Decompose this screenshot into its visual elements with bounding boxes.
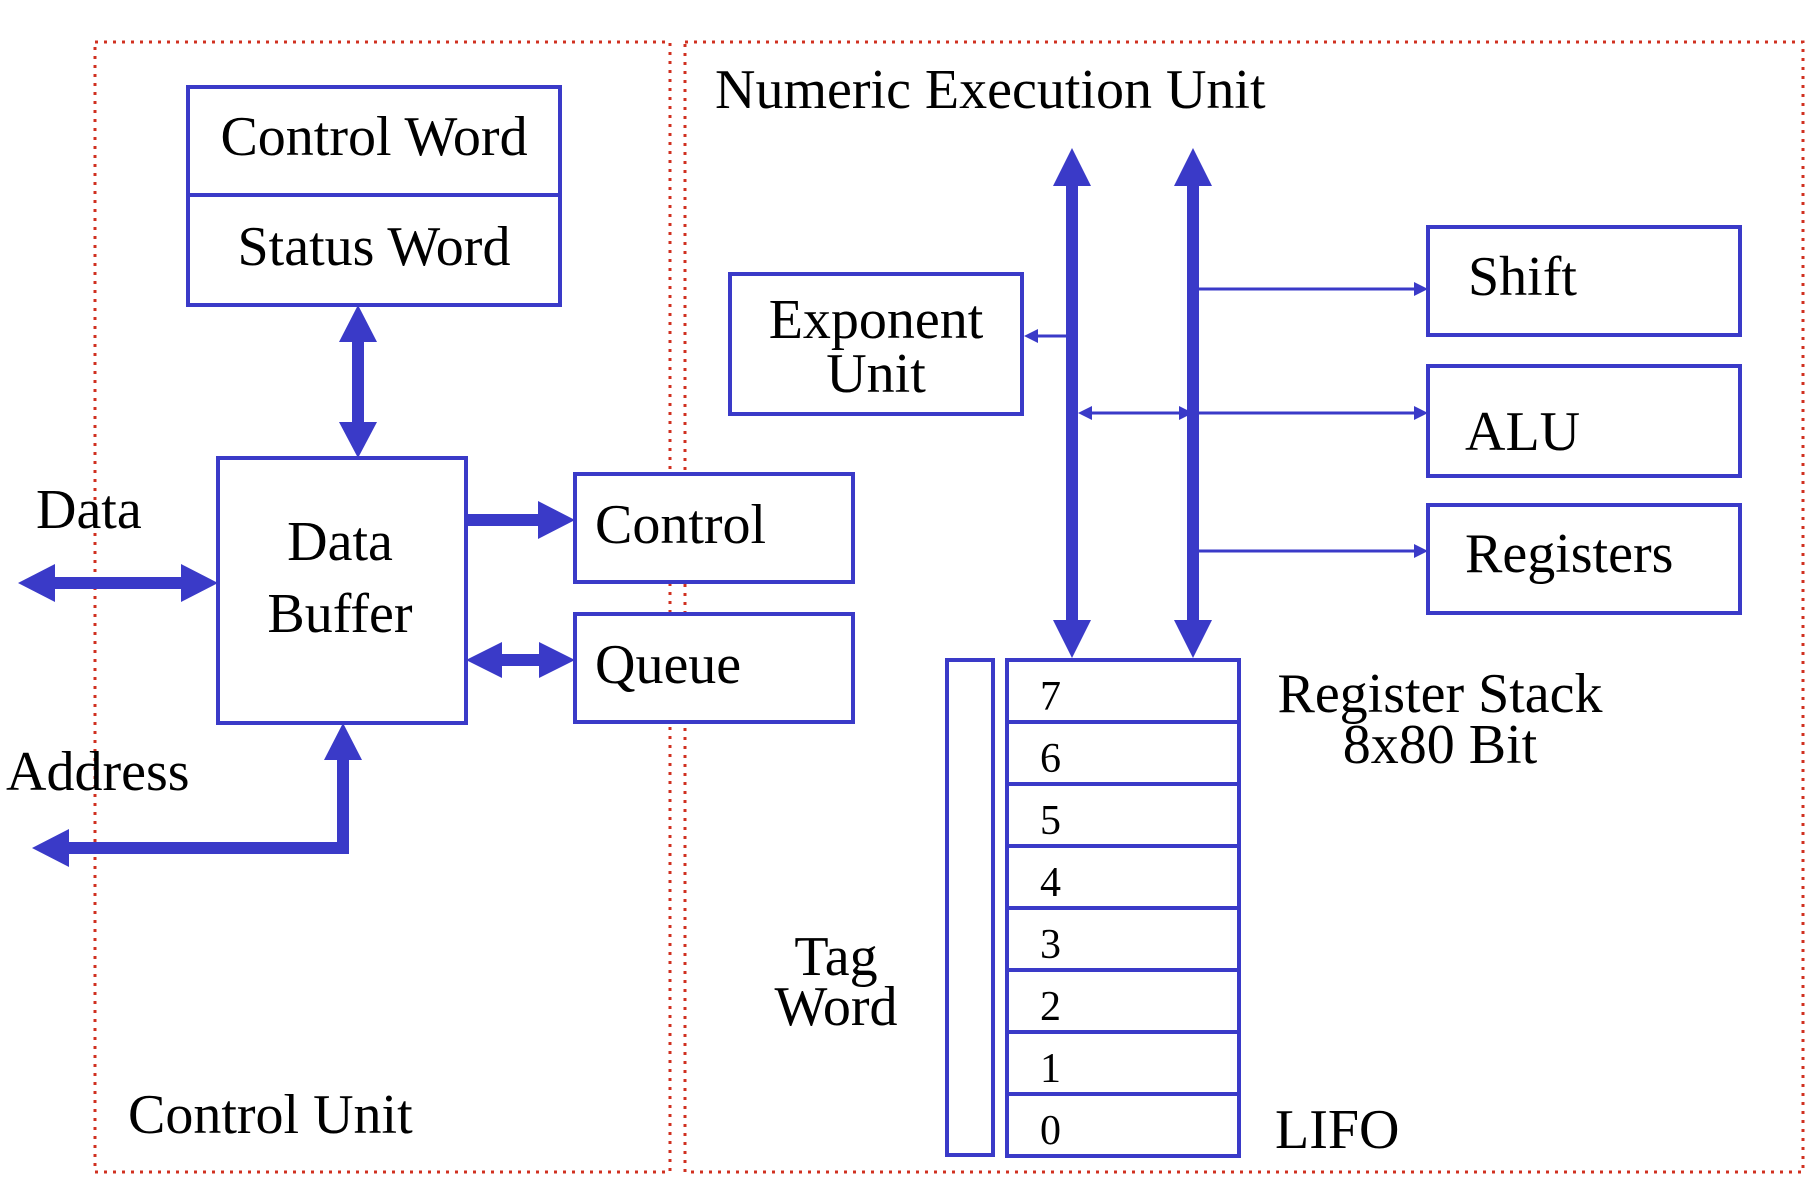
address-bus-arrow-left [32,829,69,867]
exponent-unit-label-line2: Unit [826,343,926,405]
buffer-control-arrow [538,501,575,539]
data-buffer-label-line2: Buffer [267,583,412,645]
exponent-unit-label-line1: Exponent [769,289,984,351]
shift-box [1426,225,1742,337]
control-box [573,472,855,584]
shift-label: Shift [1468,246,1577,308]
tag-word-label-line2: Word [774,976,897,1038]
register-5-label: 5 [1040,798,1061,844]
register-5 [1005,782,1241,848]
status-buffer-arrow-down [339,422,377,458]
register-6-label: 6 [1040,736,1061,782]
alu-box [1426,364,1742,478]
queue-label: Queue [595,634,741,696]
numeric-execution-unit-title: Numeric Execution Unit [715,59,1266,121]
data-buffer-box [216,456,468,725]
tag-word-label-line1: Tag [794,926,877,988]
registers-label: Registers [1465,523,1673,585]
register-4-label: 4 [1040,860,1061,906]
exponent-unit-box [728,272,1024,416]
control-unit-title: Control Unit [128,1084,413,1146]
left-bus-arrow-up [1053,148,1091,186]
control-word-label: Control Word [220,106,527,168]
status-word-box [186,193,562,307]
control-unit-region [93,40,672,1174]
alu-link-arrow-left [1078,406,1092,420]
status-word-label: Status Word [238,216,511,278]
register-stack-label-line2: 8x80 Bit [1343,714,1538,776]
bus-registers-arrow [1414,544,1428,558]
address-bus [65,752,349,854]
data-bus-arrow-left [18,564,55,602]
left-bus-arrow-down [1053,620,1091,658]
register-4 [1005,844,1241,910]
status-buffer-arrow-up [339,305,377,342]
buffer-queue-arrow-left [466,642,502,678]
alu-link-arrow-mid [1179,406,1193,420]
data-buffer-label-line1: Data [287,511,393,573]
register-2 [1005,968,1241,1034]
bus-exponent-arrow [1024,329,1038,343]
bus-alu-arrow [1414,406,1428,420]
register-1 [1005,1030,1241,1096]
register-1-label: 1 [1040,1046,1061,1092]
register-3-label: 3 [1040,922,1061,968]
alu-label: ALU [1465,401,1580,463]
tag-word-box [945,658,995,1157]
queue-box [573,612,855,724]
register-7-label: 7 [1040,674,1061,720]
numeric-execution-unit-region [683,40,1805,1174]
register-2-label: 2 [1040,984,1061,1030]
register-3 [1005,906,1241,972]
control-label: Control [595,494,766,556]
right-bus-arrow-down [1174,620,1212,658]
register-0 [1005,1092,1241,1158]
register-6 [1005,720,1241,786]
register-stack: 7 6 5 4 3 2 1 0 [1005,658,1241,1158]
data-bus-label: Data [36,479,142,541]
data-bus-arrow-right [181,564,218,602]
registers-box [1426,503,1742,615]
address-bus-arrow-up [324,723,362,760]
register-7 [1005,658,1241,724]
lifo-label: LIFO [1275,1099,1399,1161]
bus-shift-arrow [1414,282,1428,296]
register-stack-label-line1: Register Stack [1277,663,1602,725]
buffer-queue-arrow-right [539,642,575,678]
right-bus-arrow-up [1174,148,1212,186]
register-0-label: 0 [1040,1108,1061,1154]
address-bus-label: Address [6,741,190,803]
